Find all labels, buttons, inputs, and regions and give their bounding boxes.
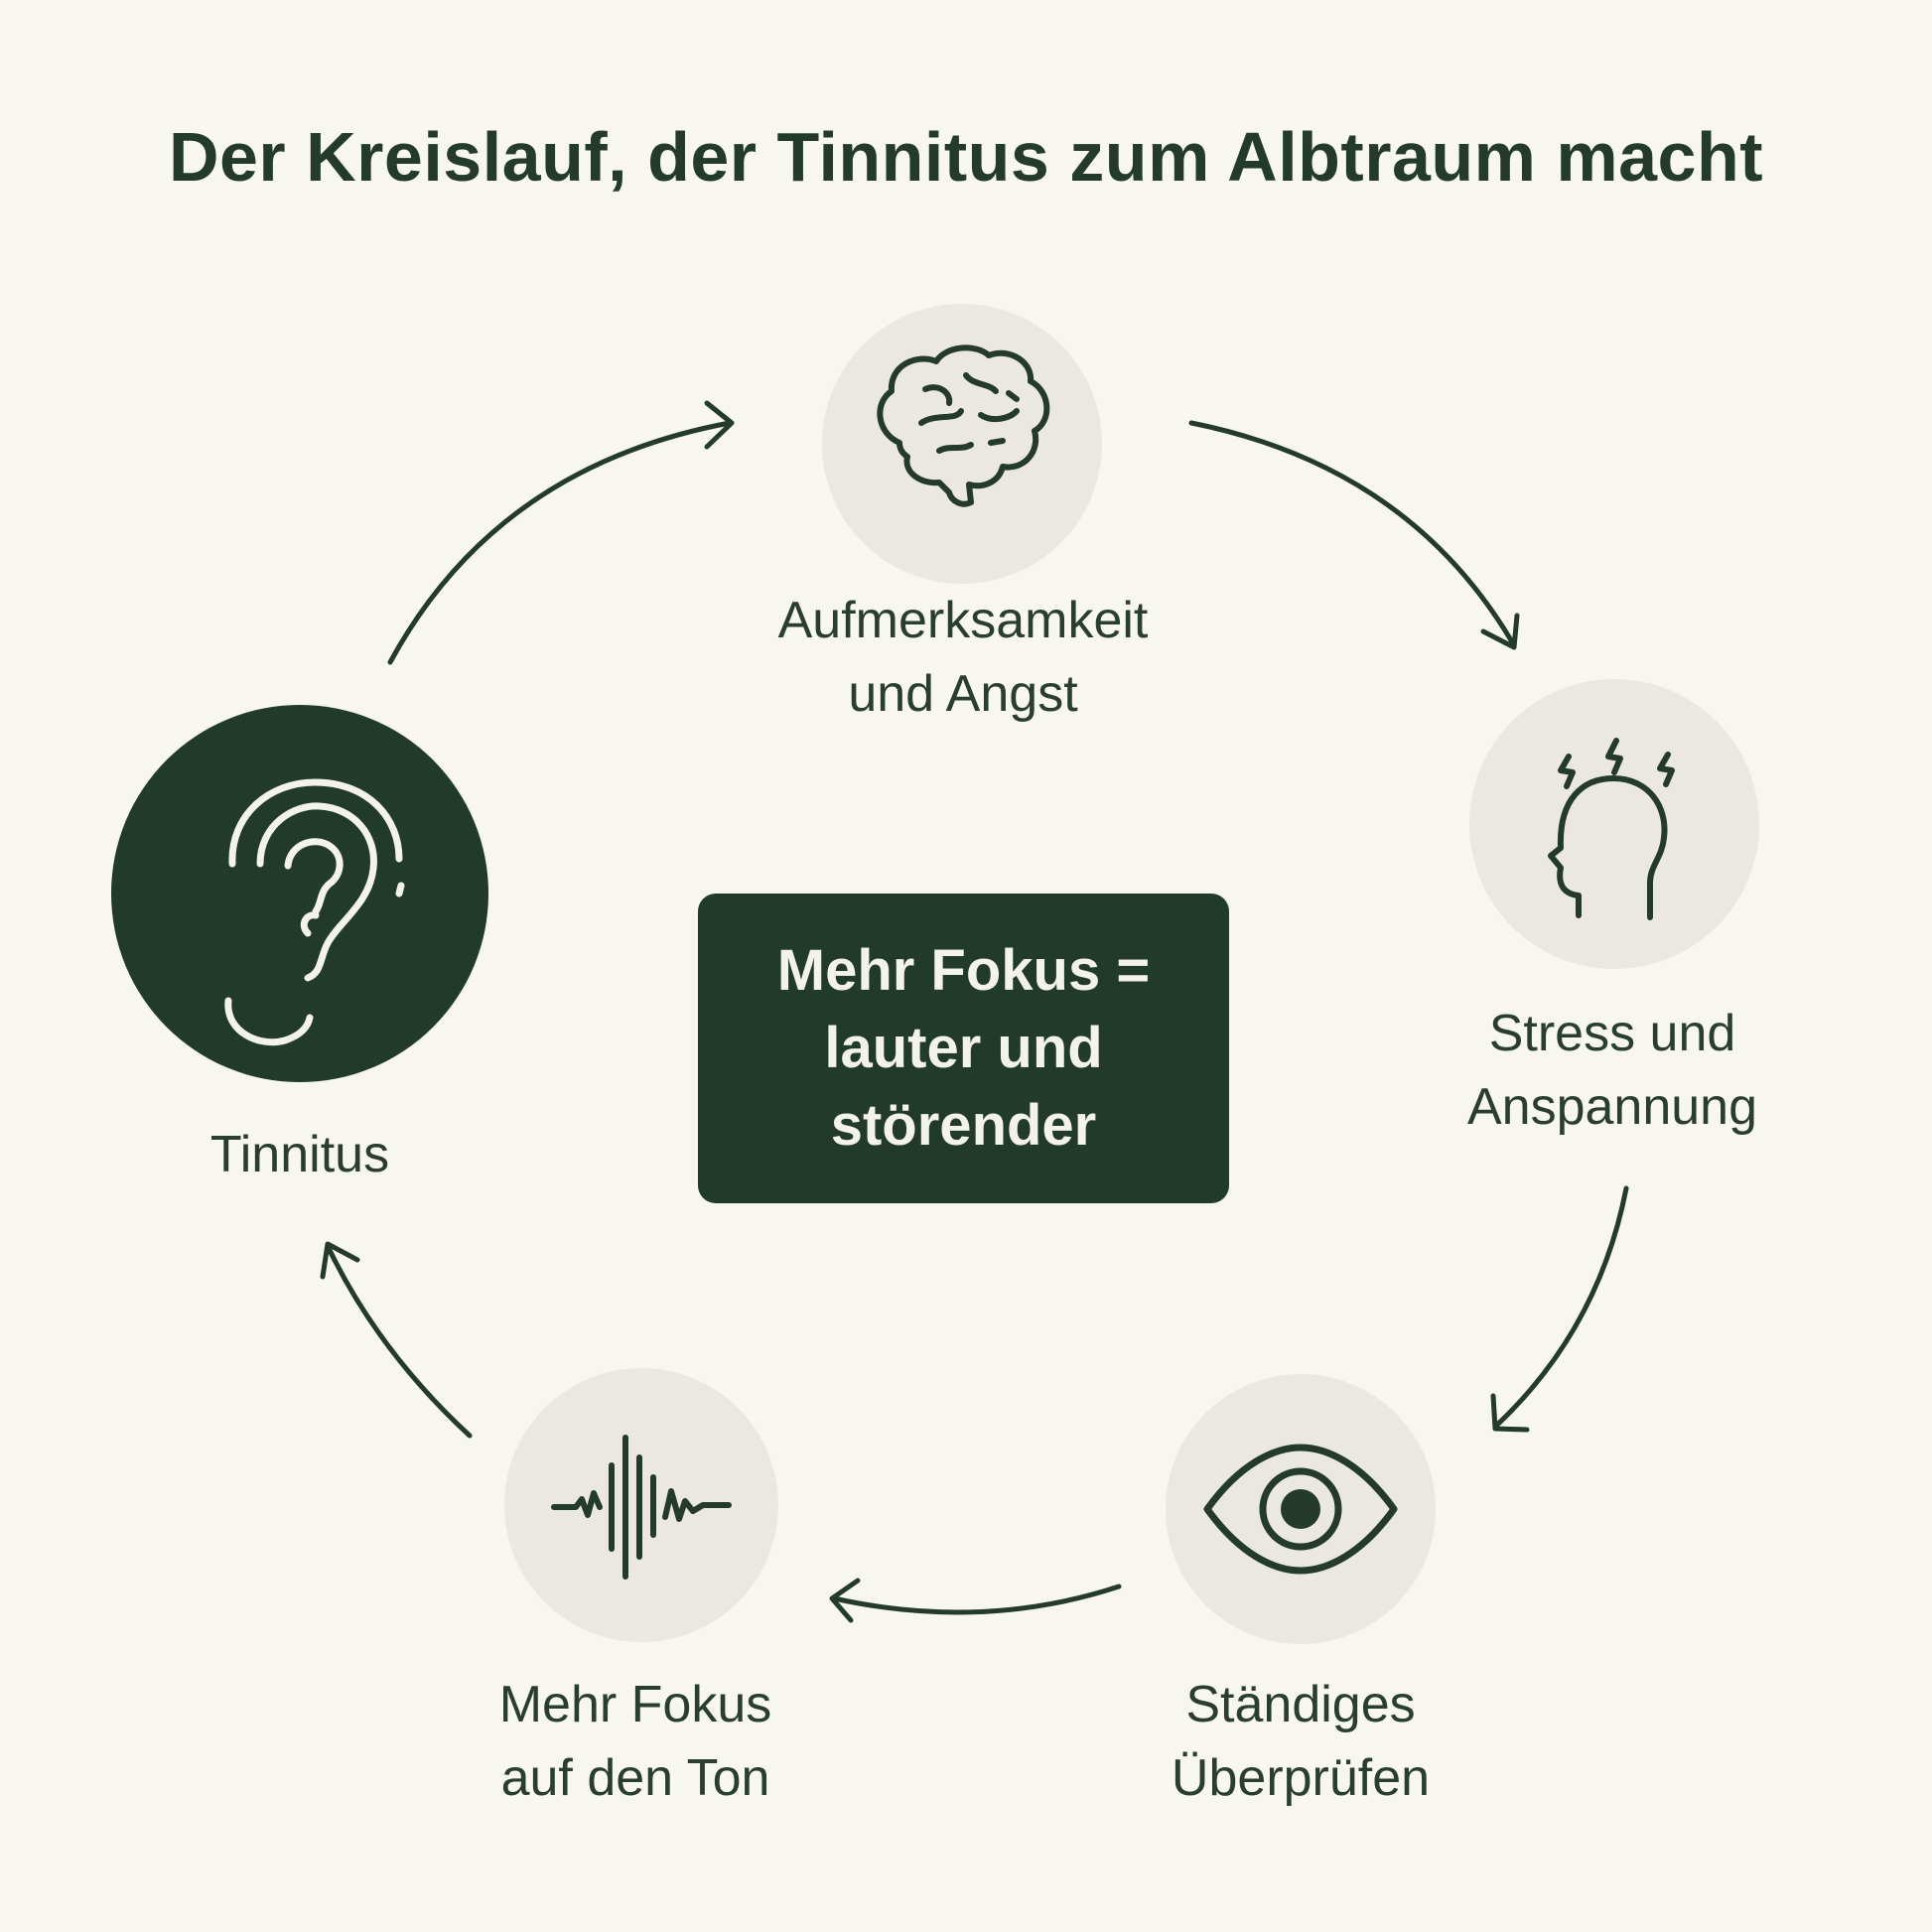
node-checking	[1166, 1374, 1436, 1644]
node-tinnitus	[111, 705, 488, 1082]
stressed-head-icon	[1548, 738, 1675, 920]
node-stress	[1469, 679, 1759, 969]
label-attention: Aufmerksamkeit und Angst	[777, 592, 1149, 723]
arrow-stress-to-checking	[1490, 1185, 1629, 1433]
arrow-focus-to-tinnitus	[320, 1241, 473, 1439]
label-stress: Stress und Anspannung	[1466, 1005, 1758, 1136]
eye-icon	[1203, 1444, 1398, 1575]
center-line: störender	[830, 1093, 1097, 1158]
page-title: Der Kreislauf, der Tinnitus zum Albtraum…	[168, 118, 1764, 196]
label-focus: Mehr Fokus auf den Ton	[498, 1676, 772, 1807]
node-focus	[504, 1368, 778, 1642]
center-line: lauter und	[824, 1016, 1103, 1080]
brain-icon	[877, 345, 1050, 507]
arrow-attention-to-stress	[1188, 420, 1520, 650]
soundwave-icon	[551, 1435, 732, 1580]
arrow-checking-to-focus	[829, 1578, 1122, 1623]
center-message-box: Mehr Fokus = lauter und störender	[698, 894, 1229, 1203]
ear-icon	[224, 778, 405, 1046]
center-line: Mehr Fokus =	[776, 938, 1151, 1003]
label-tinnitus: Tinnitus	[209, 1126, 390, 1183]
node-attention	[822, 304, 1102, 584]
label-checking: Ständiges Überprüfen	[1171, 1676, 1431, 1807]
arrow-tinnitus-to-attention	[387, 400, 735, 665]
